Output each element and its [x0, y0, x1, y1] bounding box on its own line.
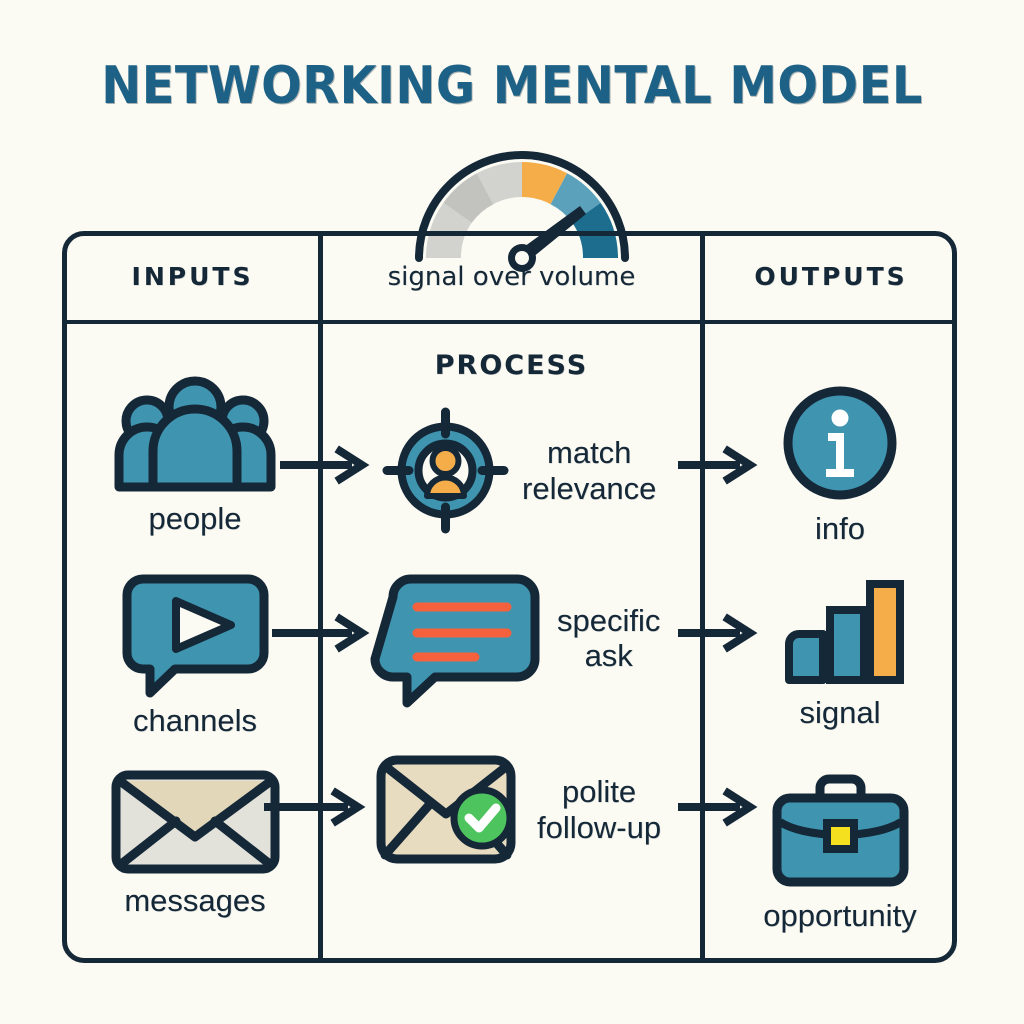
input-label-people: people [148, 501, 242, 536]
page-title: NETWORKING MENTAL MODEL [101, 56, 923, 116]
column-header-center: signal over volume [387, 262, 636, 292]
input-item-channels: channels [100, 574, 290, 739]
arrow-channels-to-ask [270, 613, 380, 653]
column-divider-right [700, 231, 705, 963]
play-speech-bubble-icon [113, 574, 278, 698]
arrow-people-to-match [278, 445, 378, 485]
arrow-followup-to-opportunity [676, 787, 766, 827]
output-label-opportunity: opportunity [763, 898, 917, 933]
output-item-info: info [760, 383, 920, 547]
arrow-match-to-info [676, 445, 766, 485]
output-item-signal: signal [760, 572, 920, 731]
diagram-frame [62, 231, 957, 963]
process-label: PROCESS [434, 350, 589, 381]
process-label-line2: follow-up [537, 809, 662, 845]
process-item-match-relevance: match relevance [382, 407, 656, 534]
envelope-icon [108, 765, 283, 875]
bar-chart-icon [775, 572, 905, 687]
speech-bubble-lines-icon [370, 573, 543, 708]
process-label-line2: relevance [522, 470, 657, 506]
process-item-specific-ask: specific ask [370, 573, 660, 708]
info-circle-icon [780, 383, 900, 503]
output-label-info: info [815, 511, 865, 546]
process-label-polite-followup: polite follow-up [537, 774, 661, 845]
process-label-match-relevance: match relevance [522, 435, 656, 506]
column-header-inputs: INPUTS [131, 262, 254, 291]
input-item-people: people [100, 376, 290, 537]
header-divider [62, 320, 957, 324]
target-person-icon [382, 407, 509, 534]
process-item-polite-followup: polite follow-up [373, 752, 661, 867]
input-label-channels: channels [132, 703, 258, 738]
process-label-line1: match [547, 435, 632, 471]
input-label-messages: messages [124, 883, 266, 918]
arrow-ask-to-signal [676, 613, 766, 653]
envelope-check-icon [373, 752, 523, 867]
people-icon [105, 376, 285, 493]
arrow-messages-to-followup [262, 787, 377, 827]
process-label-specific-ask: specific ask [557, 603, 660, 674]
output-label-signal: signal [799, 695, 881, 730]
process-label-line1: polite [561, 774, 637, 810]
briefcase-icon [768, 770, 913, 890]
process-label-line2: ask [584, 638, 633, 673]
input-item-messages: messages [100, 765, 290, 919]
signal-over-volume-gauge [402, 140, 642, 272]
column-divider-left [318, 231, 323, 963]
process-label-line1: specific [557, 602, 661, 638]
output-item-opportunity: opportunity [740, 770, 940, 934]
column-header-outputs: OUTPUTS [754, 262, 908, 291]
